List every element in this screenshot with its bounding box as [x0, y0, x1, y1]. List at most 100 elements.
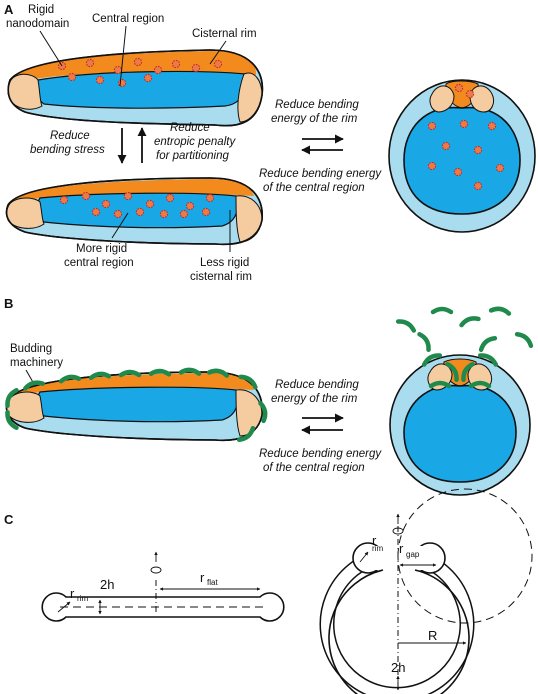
budding-machinery: [148, 368, 172, 377]
pointer-rigid-nanodomain: [39, 30, 63, 67]
label-c-2h-right: 2h: [391, 660, 405, 675]
nanodomain-group-a1: [57, 57, 223, 88]
rigid-nanodomain: [59, 195, 69, 205]
label-c-2h-left: 2h: [100, 577, 114, 592]
label-b-central-energy-2: of the central region: [263, 462, 365, 474]
cisterna-a2: [5, 177, 263, 246]
nanodomain-group-vesicle-a: [427, 83, 505, 191]
label-less-rigid-1: Less rigid: [200, 257, 249, 269]
budding-machinery: [206, 368, 230, 378]
cisterna-b-upper-rim: [12, 373, 254, 397]
label-cisternal-rim: Cisternal rim: [192, 28, 257, 40]
budding-machinery: [236, 425, 256, 443]
budding-machinery: [421, 353, 443, 367]
rigid-nanodomain: [113, 209, 123, 219]
label-a-central-energy-2: of the central region: [263, 182, 365, 194]
ring-rrim-arrow: [359, 551, 369, 563]
rigid-nanodomain: [495, 163, 505, 173]
label-budding-1: Budding: [10, 343, 52, 355]
budding-machinery: [445, 361, 459, 383]
schematic-flat-cisterna: [41, 551, 285, 622]
label-more-rigid-1: More rigid: [76, 243, 127, 255]
budding-machinery: [5, 387, 19, 409]
rigid-nanodomain: [205, 193, 215, 203]
budding-machinery: [459, 316, 481, 328]
rigid-nanodomain: [101, 199, 111, 209]
budding-machinery: [23, 380, 45, 391]
rigid-nanodomain: [67, 72, 77, 82]
budding-machinery: [488, 306, 512, 316]
rigid-nanodomain: [213, 59, 223, 69]
budding-machinery: [478, 335, 498, 353]
label-c-rgap: r: [399, 541, 404, 556]
label-b-central-energy-1: Reduce bending energy: [259, 448, 382, 460]
vesicle-a: [388, 79, 536, 233]
vesicle-b: [389, 354, 531, 496]
budding-machinery: [477, 353, 499, 367]
budding-machinery: [428, 380, 452, 389]
vesicle-a-left-tip: [429, 85, 455, 113]
rigid-nanodomain: [171, 59, 181, 69]
budding-machinery: [58, 374, 82, 384]
label-rigid-1: Rigid: [28, 4, 54, 16]
label-b-rim-energy-2: energy of the rim: [271, 393, 358, 405]
pointer-cisternal-rim: [209, 40, 227, 65]
cisterna-a1-central-region: [34, 70, 247, 109]
rigid-nanodomain: [427, 161, 437, 171]
vesicle-a-inner: [403, 106, 521, 215]
panel-c-label: C: [4, 512, 14, 527]
rigid-nanodomain: [133, 57, 143, 67]
label-central-region: Central region: [92, 13, 164, 25]
label-c-rrim-right: r: [372, 533, 377, 548]
rigid-nanodomain: [465, 89, 475, 99]
budding-machinery: [417, 331, 431, 353]
flat-rrim-arrow: [57, 601, 71, 613]
budding-machinery: [88, 371, 112, 381]
label-c-rgap-sub: gap: [406, 550, 420, 559]
rigid-nanodomain: [95, 75, 105, 85]
nanodomain-group-a2: [59, 191, 215, 219]
budding-machinery: [430, 306, 454, 315]
budding-machinery: [395, 319, 417, 333]
cisterna-b-central-region: [36, 386, 239, 423]
flat-cisterna-outline: [41, 592, 285, 622]
rigid-nanodomain: [159, 209, 169, 219]
panel-a-label: A: [4, 2, 14, 17]
flat-rotation-icon: [150, 566, 162, 574]
rigid-nanodomain: [441, 141, 451, 151]
schematic-ring: [319, 488, 533, 694]
rigid-nanodomain: [473, 181, 483, 191]
rigid-nanodomain: [454, 83, 464, 93]
label-rigid-2: nanodomain: [6, 18, 69, 30]
cisterna-a1-right-tip: [237, 72, 263, 123]
rigid-nanodomain: [117, 78, 127, 88]
rigid-nanodomain: [191, 63, 201, 73]
rigid-nanodomain: [179, 209, 189, 219]
vesicle-b-inner: [403, 384, 517, 483]
label-c-rflat-sub: flat: [207, 578, 218, 587]
cisterna-b: [5, 371, 263, 442]
rigid-nanodomain: [453, 167, 463, 177]
rigid-nanodomain: [201, 207, 211, 217]
rigid-nanodomain: [427, 121, 437, 131]
budding-machinery: [178, 367, 202, 376]
label-less-rigid-2: cisternal rim: [190, 271, 252, 283]
rigid-nanodomain: [85, 58, 95, 68]
label-reduce-entropic-3: for partitioning: [156, 150, 229, 162]
panel-b-label: B: [4, 296, 13, 311]
ring-rotation-icon: [392, 527, 404, 535]
label-more-rigid-2: central region: [64, 257, 134, 269]
label-c-rrim-left: r: [70, 586, 75, 601]
rigid-nanodomain: [143, 73, 153, 83]
label-reduce-entropic-2: entropic penalty: [154, 136, 236, 148]
label-reduce-entropic-1: Reduce: [170, 122, 210, 134]
rigid-nanodomain: [487, 121, 497, 131]
budding-machinery: [5, 409, 19, 431]
rigid-nanodomain: [81, 191, 91, 201]
ring-inner-edge: [328, 569, 470, 694]
rigid-nanodomain: [145, 199, 155, 209]
budding-machinery-group-free: [395, 306, 534, 353]
label-c-rflat: r: [200, 570, 205, 585]
rigid-nanodomain: [113, 65, 123, 75]
